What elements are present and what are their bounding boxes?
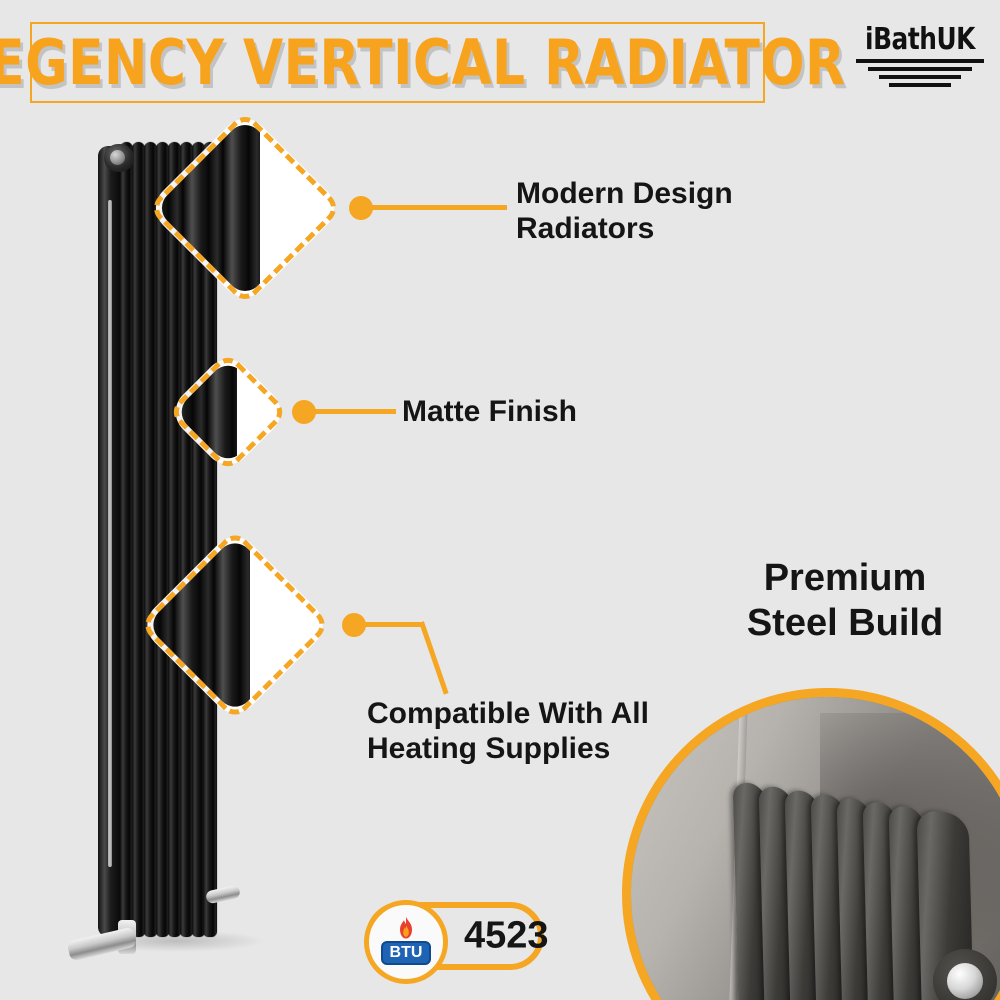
flame-icon [400, 917, 412, 939]
callout-line-matte-finish [314, 409, 396, 414]
page-title-box: REGENCY VERTICAL RADIATOR [0, 22, 845, 103]
callout-dot-matte-finish[interactable] [292, 400, 316, 424]
brand-rule-stack [855, 59, 985, 87]
callout-line-modern-design [371, 205, 507, 210]
radiator-column [132, 142, 145, 937]
radiator-column [192, 142, 205, 937]
callout-dot-compatible[interactable] [342, 613, 366, 637]
premium-heading-line1: Premium [763, 557, 927, 599]
btu-plate-label: BTU [381, 941, 431, 965]
callout-line-compatible-diagonal [419, 621, 449, 695]
radiator-body [98, 142, 224, 937]
callout-label-compatible: Compatible With All Heating Supplies [367, 696, 697, 767]
brand-rule-1 [856, 59, 984, 63]
callout-label-modern-design: Modern Design Radiators [516, 176, 816, 247]
bleed-valve-icon [110, 150, 125, 165]
brand-rule-4 [889, 83, 951, 87]
brand-rule-3 [879, 75, 961, 79]
callout-dot-modern-design[interactable] [349, 196, 373, 220]
callout-label-line2: Heating Supplies [367, 732, 611, 766]
radiator-column [168, 142, 181, 937]
callout-label-matte-finish: Matte Finish [402, 394, 702, 429]
brand-logo: iBathUK [855, 24, 985, 91]
callout-label-line1: Modern Design [516, 177, 733, 210]
page-title: REGENCY VERTICAL RADIATOR [0, 25, 846, 99]
btu-icon: BTU [379, 915, 433, 969]
btu-icon-circle: BTU [364, 900, 448, 984]
inset-chrome-valve-cap [933, 949, 998, 1000]
brand-rule-2 [868, 67, 972, 71]
premium-steel-build-heading: Premium Steel Build [690, 556, 1000, 646]
callout-label-line1: Matte Finish [402, 395, 578, 428]
inset-scene [631, 697, 1000, 1000]
callout-label-line2: Radiators [516, 212, 655, 246]
radiator-column [120, 142, 133, 937]
radiator-column [203, 142, 217, 937]
callout-line-compatible-horizontal [364, 622, 422, 627]
radiator-column [144, 142, 157, 937]
radiator-column [180, 142, 193, 937]
premium-heading-line2: Steel Build [746, 601, 944, 644]
inset-photo-circle [622, 688, 1000, 1000]
callout-label-line1: Compatible With All [367, 697, 649, 730]
radiator-highlight-slot [108, 200, 112, 867]
btu-value: 4523 [464, 914, 549, 957]
btu-badge: BTU 4523 [364, 900, 549, 984]
brand-name: iBathUK [865, 22, 975, 57]
radiator-column [156, 142, 169, 937]
main-radiator-image [66, 142, 241, 962]
